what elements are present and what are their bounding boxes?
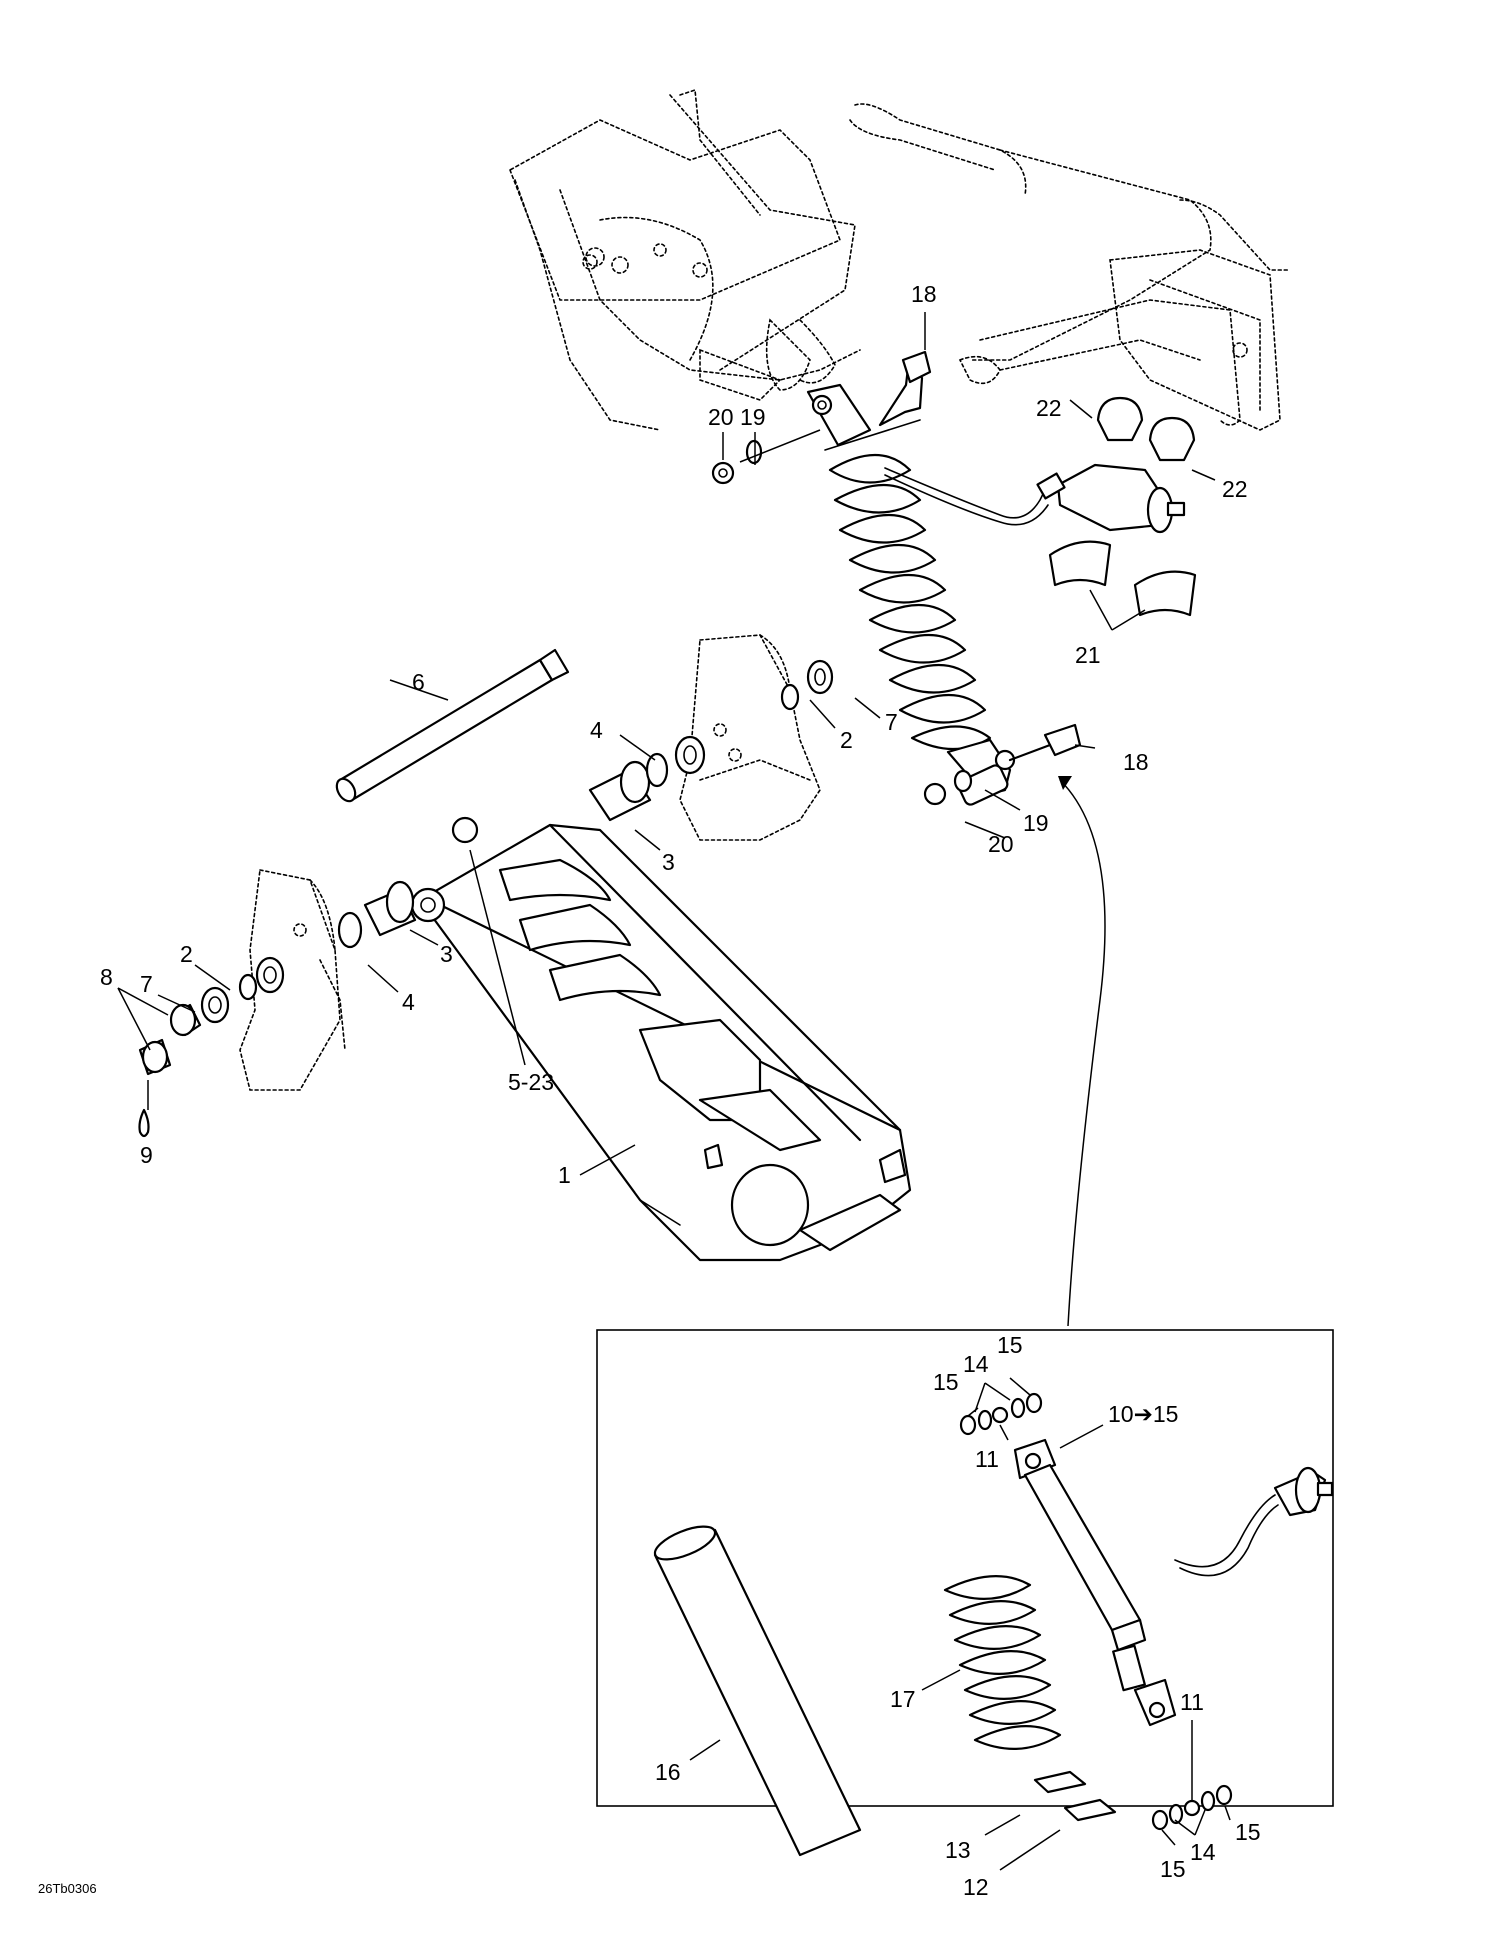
detail-inset (596, 1329, 1334, 1857)
callout-18-lower: 18 (1123, 749, 1149, 775)
callout-3-lower: 3 (440, 941, 453, 967)
detail-pointer-arrow (1058, 776, 1106, 1327)
callout-2-upper: 2 (840, 727, 853, 753)
frame-ghost-upper (509, 88, 1291, 431)
callout-15-bottom-left: 15 (1160, 1856, 1186, 1882)
pivot-shaft (335, 648, 570, 803)
callout-10-to-15: 10➔15 (1108, 1401, 1178, 1427)
callout-21: 21 (1075, 642, 1101, 668)
callout-18-upper: 18 (911, 281, 937, 307)
callout-22-right: 22 (1222, 476, 1248, 502)
reference-code: 26Tb0306 (38, 1881, 97, 1896)
callout-15-top-right: 15 (997, 1332, 1023, 1358)
callout-9: 9 (140, 1142, 153, 1168)
callout-15-top-left: 15 (933, 1369, 959, 1395)
bushings-rings (138, 659, 834, 1138)
callout-7-upper: 7 (885, 709, 898, 735)
callout-12: 12 (963, 1874, 989, 1900)
callout-1: 1 (558, 1162, 571, 1188)
shock-absorber-assembled (711, 350, 1197, 806)
callout-5-23: 5-23 (508, 1069, 554, 1095)
callout-4-upper: 4 (590, 717, 603, 743)
callout-15-bottom-right: 15 (1235, 1819, 1261, 1845)
swing-arm (410, 816, 912, 1262)
callout-8: 8 (100, 964, 113, 990)
callout-6: 6 (412, 669, 425, 695)
leader-lines (117, 312, 1231, 1871)
callout-20-upper: 20 (708, 404, 734, 430)
callout-11-bottom: 11 (1180, 1689, 1204, 1715)
callout-22-left: 22 (1036, 395, 1062, 421)
callout-17: 17 (890, 1686, 916, 1712)
callout-11-top: 11 (975, 1446, 999, 1472)
callout-20-lower: 20 (988, 831, 1014, 857)
callout-14-bottom: 14 (1190, 1839, 1216, 1865)
callout-3-upper: 3 (662, 849, 675, 875)
callout-19-lower: 19 (1023, 810, 1049, 836)
callout-4-lower: 4 (402, 989, 415, 1015)
callout-16: 16 (655, 1759, 681, 1785)
callout-13: 13 (945, 1837, 971, 1863)
callout-19-upper: 19 (740, 404, 766, 430)
callout-14-top: 14 (963, 1351, 989, 1377)
callout-2-lower: 2 (180, 941, 193, 967)
callout-labels: 18 19 20 22 22 21 6 4 2 7 18 19 20 3 3 4… (100, 281, 1261, 1900)
callout-7-lower: 7 (140, 971, 153, 997)
